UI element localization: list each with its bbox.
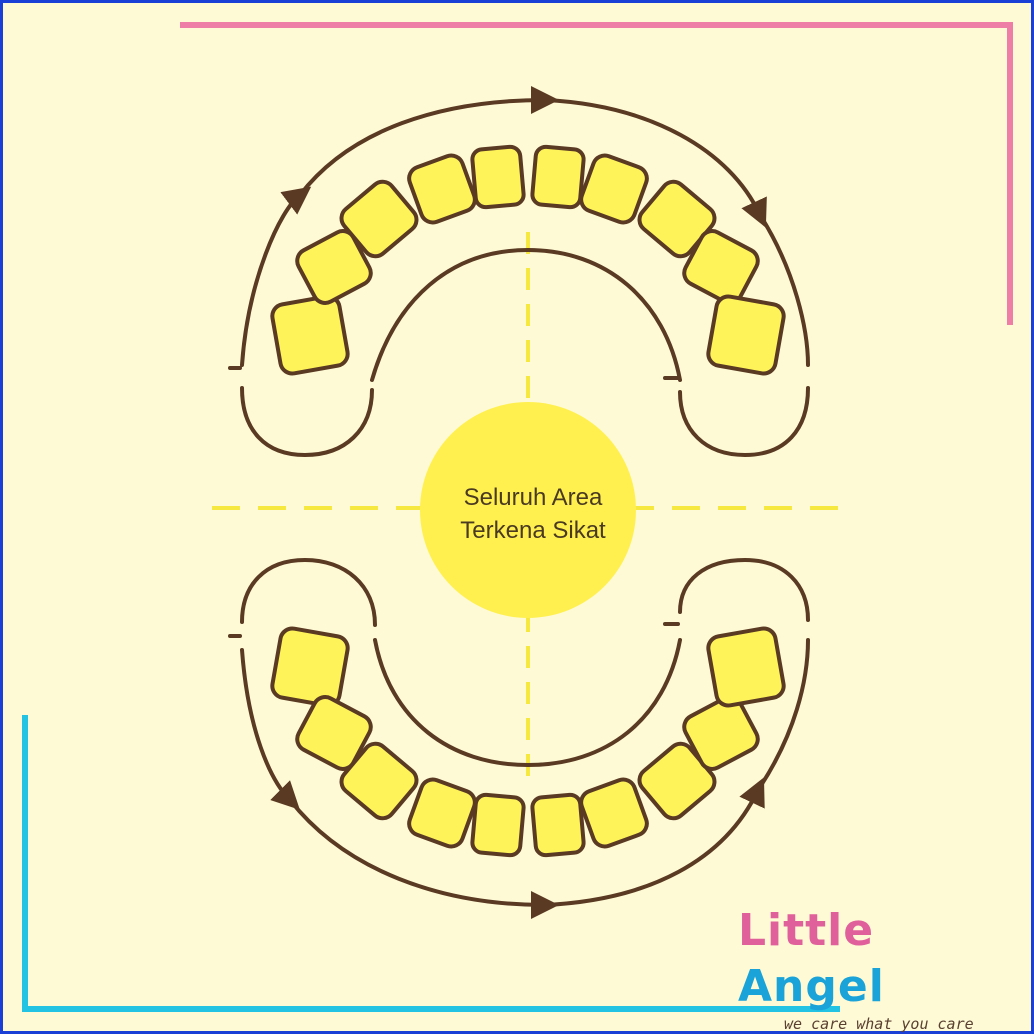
lower-tooth (339, 741, 419, 821)
lower-tooth (706, 626, 786, 708)
lower-left-hook (228, 557, 377, 638)
lower-tooth (579, 777, 649, 849)
lower-tooth (470, 792, 526, 858)
lower-teeth-arch-icon (270, 626, 786, 858)
upper-tooth (470, 144, 526, 210)
center-circle (420, 402, 636, 618)
lower-tooth (530, 792, 586, 858)
lower-right-hook (663, 557, 810, 626)
upper-tooth (579, 153, 649, 225)
upper-outer-arc-right-end (758, 213, 810, 367)
upper-tooth (682, 229, 760, 305)
lower-tooth (270, 626, 350, 708)
lower-outer-arrow-left (240, 648, 300, 810)
brand-name: Little Angel (738, 903, 1023, 1015)
lower-tooth (295, 695, 373, 771)
upper-tooth (295, 229, 373, 305)
brand-tagline: we care what you care (784, 1015, 974, 1033)
upper-tooth (270, 294, 350, 376)
upper-left-hook (228, 366, 374, 458)
upper-teeth-arch-icon (270, 144, 786, 376)
lower-inner-arc (373, 638, 682, 768)
upper-tooth (530, 144, 586, 210)
lower-outer-arrow-right (543, 777, 765, 907)
lower-tooth (682, 695, 760, 771)
center-label-line2: Terkena Sikat (460, 517, 606, 544)
toothbrushing-diagram (22, 22, 1013, 1012)
lower-arch-arrows (228, 557, 810, 919)
upper-outer-arrow-right (543, 98, 767, 228)
lower-outer-arc-right-end (756, 638, 810, 792)
brand-name-part1: Little (738, 905, 875, 956)
brand-logo: Little Angel we care what you care (738, 903, 1023, 1033)
upper-tooth (339, 179, 419, 259)
upper-right-hook (663, 376, 810, 458)
pink-corner-accent (180, 22, 1013, 325)
upper-tooth (706, 294, 786, 376)
upper-tooth (407, 153, 477, 225)
brand-name-part2: Angel (738, 961, 885, 1012)
upper-arch-arrows (228, 86, 810, 458)
infographic-frame: Seluruh Area Terkena Sikat Little Angel … (3, 3, 1031, 1033)
lower-tooth (407, 777, 477, 849)
center-label: Seluruh Area Terkena Sikat (408, 481, 658, 547)
upper-outer-arrow-left (240, 186, 312, 367)
upper-inner-arc (370, 247, 682, 382)
center-label-line1: Seluruh Area (463, 484, 603, 511)
lower-outer-arrow-bottom (288, 798, 559, 919)
cyan-corner-accent (22, 715, 840, 1012)
upper-outer-arrow-top (298, 86, 559, 197)
